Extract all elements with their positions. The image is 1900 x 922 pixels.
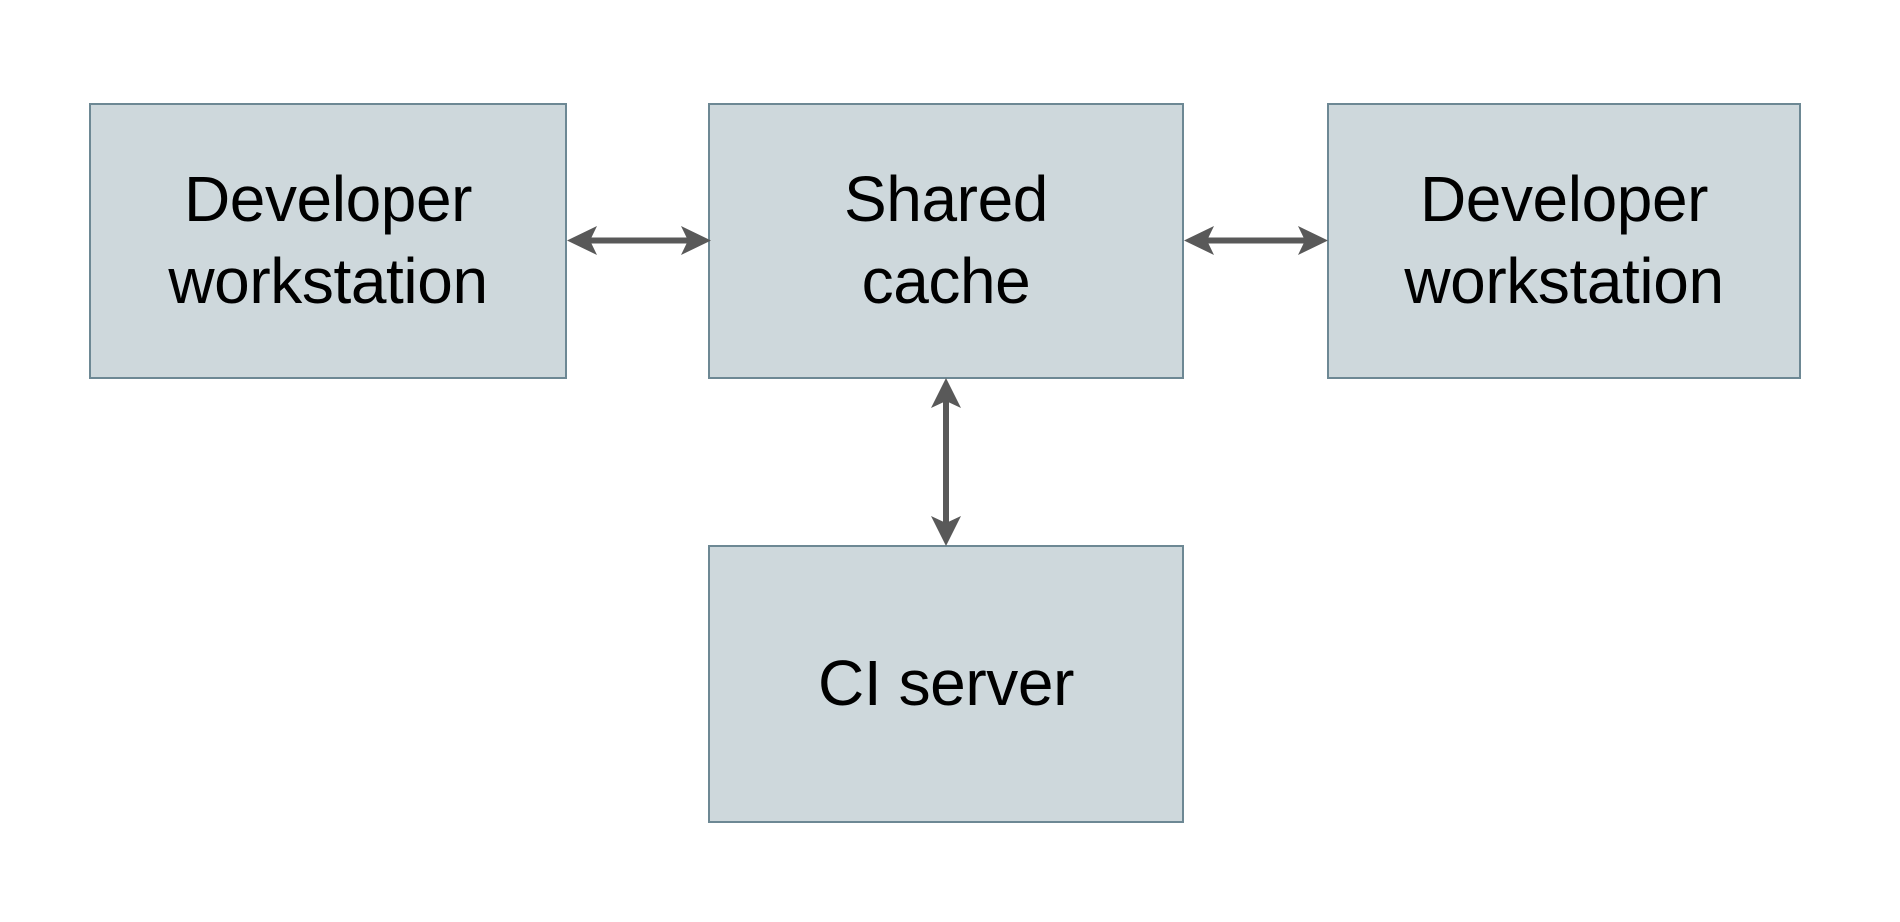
node-label: Developer workstation: [1404, 163, 1724, 317]
edge-shared-cache-to-dev-right: [1180, 212, 1332, 270]
double-arrow-horizontal-icon: [567, 226, 711, 255]
edge-ci-server-to-shared-cache: [916, 375, 976, 549]
node-label: Shared cache: [844, 163, 1048, 317]
node-label: Developer workstation: [168, 163, 488, 317]
double-arrow-vertical-icon: [931, 378, 961, 546]
node-shared-cache[interactable]: Shared cache: [708, 103, 1184, 379]
node-developer-workstation-left[interactable]: Developer workstation: [89, 103, 567, 379]
node-label: CI server: [818, 647, 1074, 720]
edge-dev-left-to-shared-cache: [563, 212, 715, 270]
node-developer-workstation-right[interactable]: Developer workstation: [1327, 103, 1801, 379]
node-ci-server[interactable]: CI server: [708, 545, 1184, 823]
double-arrow-horizontal-icon: [1184, 226, 1328, 255]
